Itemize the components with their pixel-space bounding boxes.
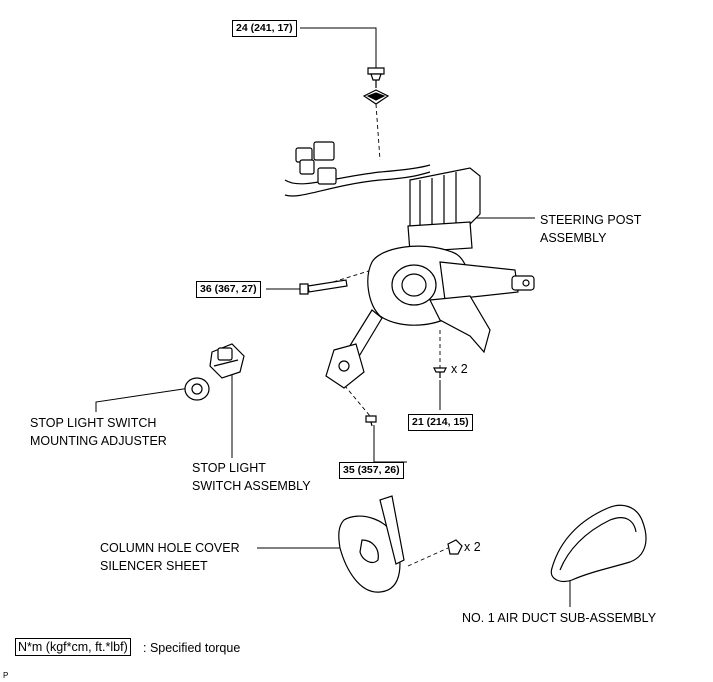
bolt-35-icon [365,415,377,427]
torque-24: 24 (241, 17) [232,20,297,37]
qty-bolt-21: x 2 [451,362,468,376]
qty-nut: x 2 [464,540,481,554]
bolt-21-icon [433,367,447,378]
torque-21: 21 (214, 15) [408,414,473,431]
leader-35 [373,425,407,463]
legend-text: : Specified torque [143,641,241,655]
legend-key: N*m (kgf*cm, ft.*lbf) [15,638,131,656]
mounting-adjuster-icon [184,377,210,401]
label-silencer-2: SILENCER SHEET [100,559,208,573]
label-switch-assy-1: STOP LIGHT [192,461,266,475]
label-silencer-1: COLUMN HOLE COVER [100,541,240,555]
label-steering-post-1: STEERING POST [540,213,642,227]
label-adjuster-1: STOP LIGHT SWITCH [30,416,157,430]
clip-nut-icon [362,89,390,105]
label-switch-assy-2: SWITCH ASSEMBLY [192,479,311,493]
steering-post-assembly-icon [284,141,535,389]
nut-icon [447,539,463,555]
label-adjuster-2: MOUNTING ADJUSTER [30,434,167,448]
air-duct-icon [550,504,647,583]
torque-35: 35 (357, 26) [339,462,404,479]
leader-adjuster [95,387,191,412]
dashed-lines [319,103,449,567]
torque-36: 36 (367, 27) [196,281,261,298]
corner-mark: P [3,671,9,680]
silencer-sheet-icon [338,495,405,593]
label-steering-post-2: ASSEMBLY [540,231,607,245]
leader-24 [300,27,377,68]
bolt-36-icon [299,279,348,295]
stop-light-switch-icon [209,343,245,379]
label-air-duct: NO. 1 AIR DUCT SUB-ASSEMBLY [462,611,657,625]
bolt-24-icon [367,67,385,88]
leader-lines [95,27,571,607]
